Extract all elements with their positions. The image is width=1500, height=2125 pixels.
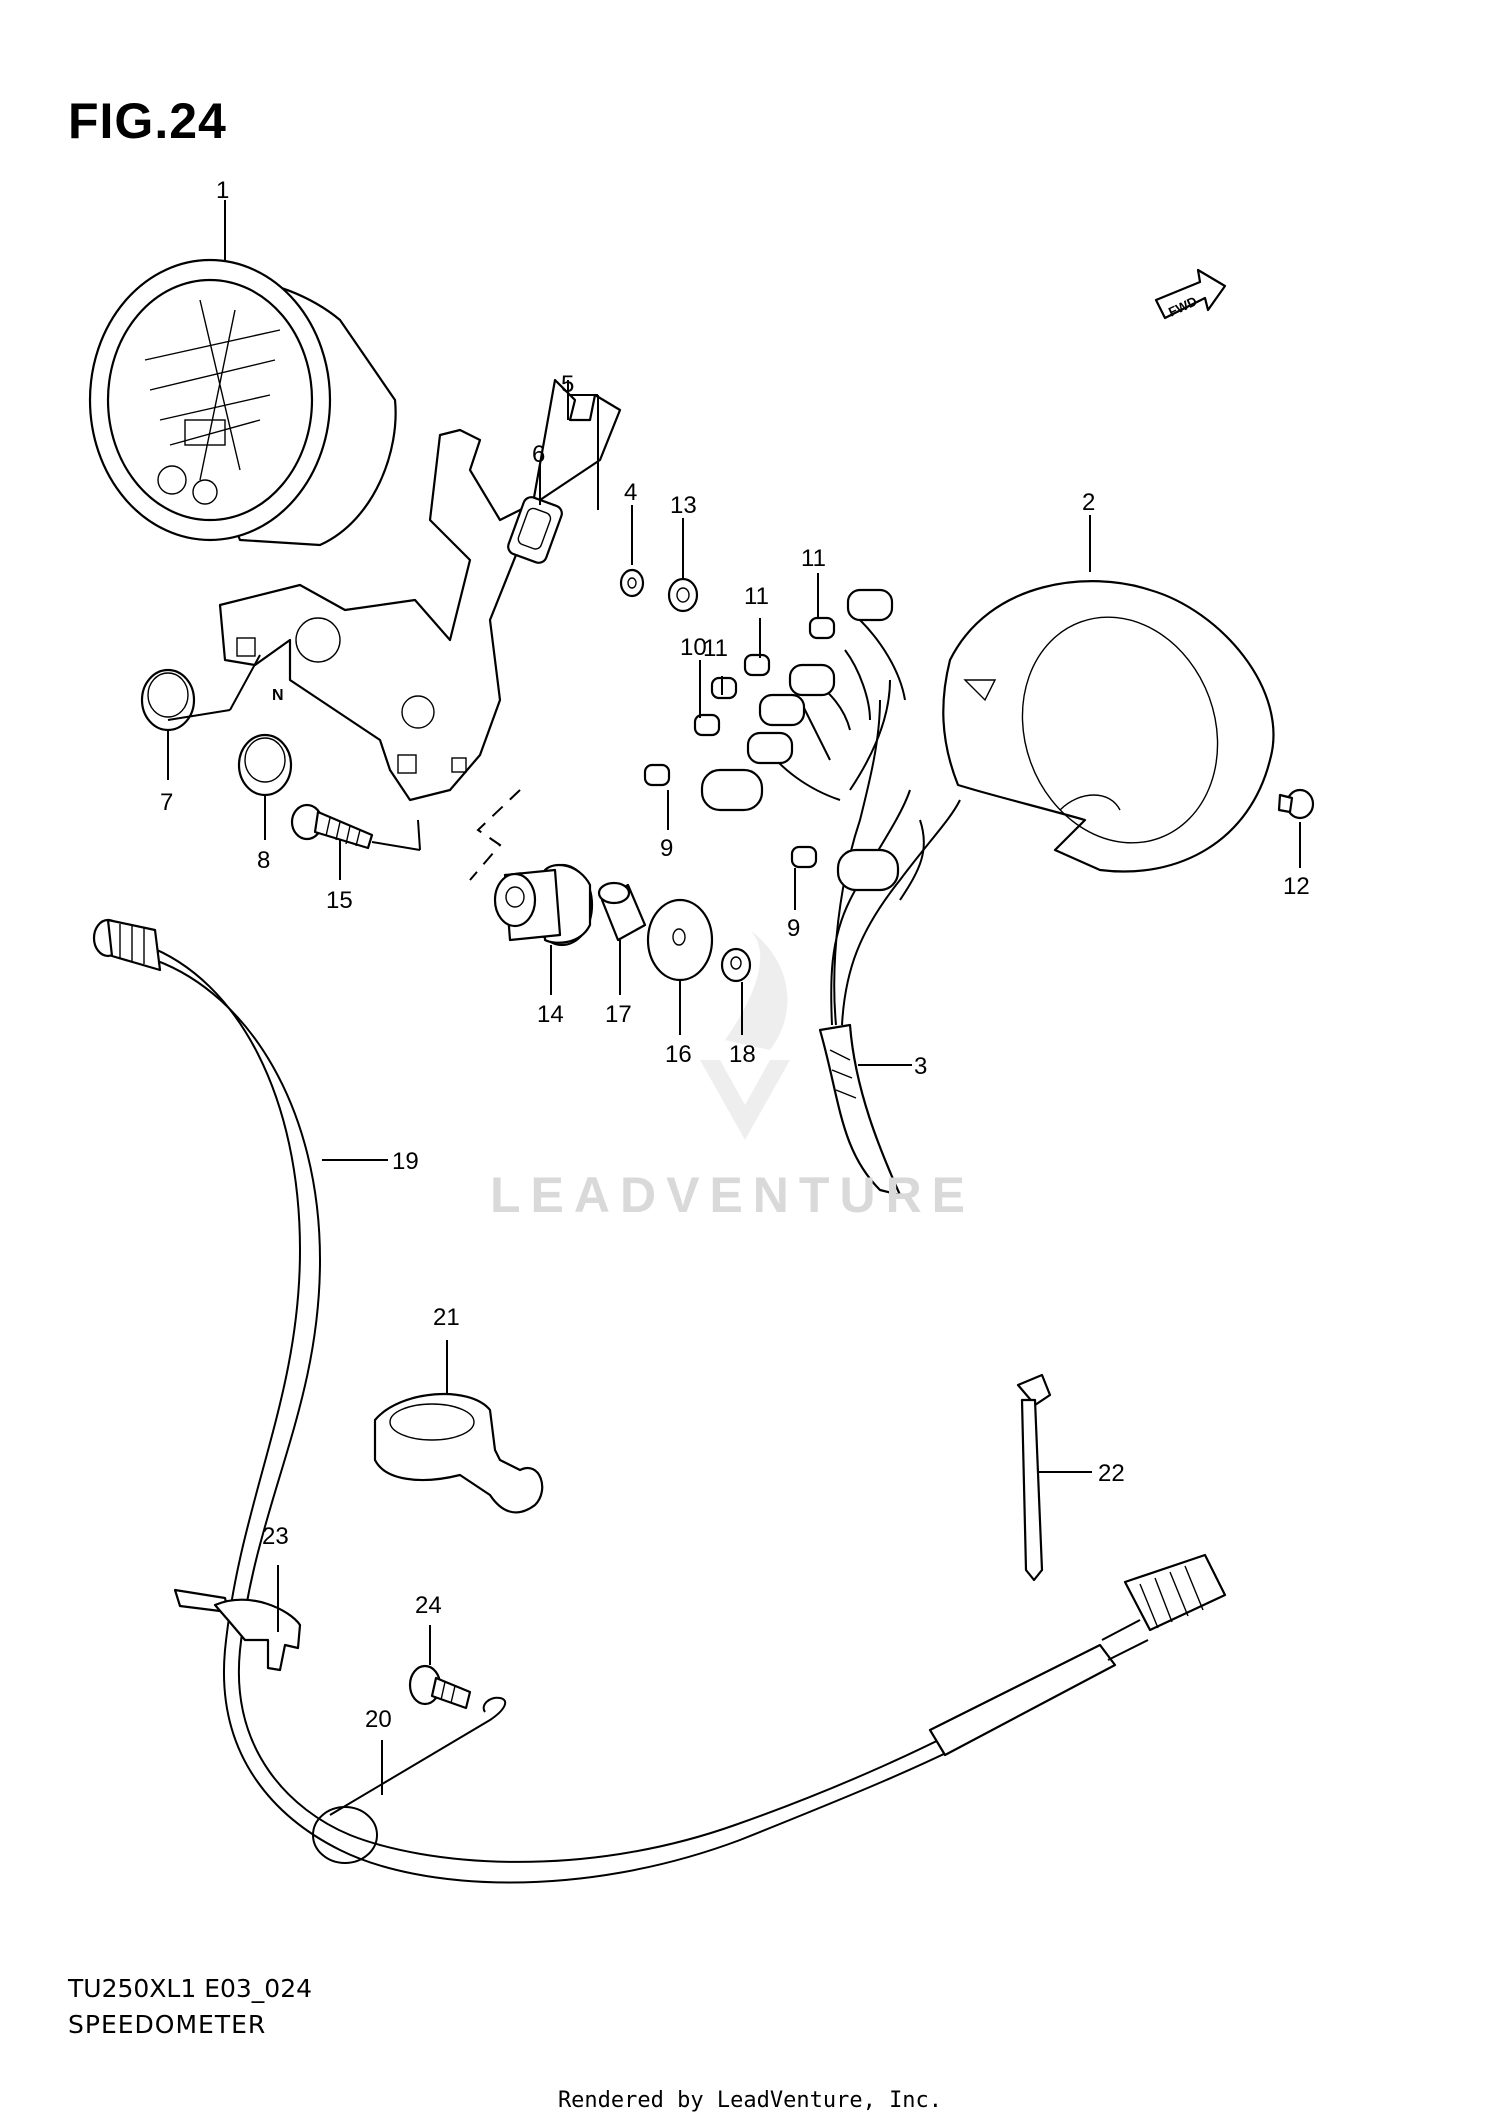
callout-9-right: 9 bbox=[787, 915, 800, 942]
svg-text:N: N bbox=[272, 687, 284, 704]
callout-24: 24 bbox=[415, 1592, 442, 1619]
wire-harness-3 bbox=[759, 619, 961, 1197]
bulb-9-left bbox=[643, 763, 671, 787]
callout-11-mid: 11 bbox=[744, 583, 769, 610]
figure-title: FIG.24 bbox=[68, 93, 227, 149]
grommet-8 bbox=[237, 733, 293, 797]
callout-20: 20 bbox=[365, 1706, 392, 1733]
callout-4: 4 bbox=[624, 479, 637, 506]
speedometer-cable-19 bbox=[92, 918, 1227, 1884]
callout-11-top: 11 bbox=[801, 545, 826, 572]
screw-15 bbox=[290, 803, 374, 850]
meter-case-2 bbox=[942, 580, 1275, 873]
cable-end-top bbox=[92, 918, 162, 972]
nut-13 bbox=[667, 577, 699, 613]
model-code: TU250XL1 E03_024 bbox=[68, 1974, 313, 2003]
callout-7: 7 bbox=[160, 789, 173, 816]
callout-19: 19 bbox=[392, 1148, 419, 1175]
bulb-11-left bbox=[710, 676, 738, 700]
callout-17: 17 bbox=[605, 1001, 632, 1028]
screw-12 bbox=[1277, 788, 1315, 820]
callout-12: 12 bbox=[1283, 873, 1310, 900]
bulb-socket-group bbox=[700, 588, 900, 892]
callout-labels: 1 2 3 4 5 6 7 8 9 9 10 11 11 11 12 13 14… bbox=[160, 177, 1310, 1733]
callout-11-left: 11 bbox=[703, 635, 728, 662]
washer-16 bbox=[646, 898, 714, 982]
washer-4 bbox=[619, 568, 645, 598]
watermark-text: LEADVENTURE bbox=[490, 1167, 976, 1223]
callout-13: 13 bbox=[670, 492, 697, 519]
fwd-arrow-icon: FWD bbox=[1154, 268, 1227, 320]
cable-guide-20 bbox=[312, 1696, 507, 1864]
rubber-damper-14 bbox=[493, 863, 594, 947]
bulb-11-mid bbox=[743, 653, 771, 677]
callout-16: 16 bbox=[665, 1041, 692, 1068]
callout-6: 6 bbox=[532, 441, 545, 468]
assembly-name: SPEEDOMETER bbox=[68, 2010, 267, 2039]
callout-15: 15 bbox=[326, 887, 353, 914]
bolt-24 bbox=[408, 1664, 472, 1710]
cable-clip-23 bbox=[173, 1588, 302, 1672]
bulb-10 bbox=[693, 713, 721, 737]
speedometer-gauge bbox=[88, 258, 397, 547]
render-credit: Rendered by LeadVenture, Inc. bbox=[557, 2088, 943, 2113]
callout-10: 10 bbox=[680, 634, 707, 661]
callout-23: 23 bbox=[262, 1523, 289, 1550]
grommet-7 bbox=[140, 668, 196, 732]
callout-8: 8 bbox=[257, 847, 270, 874]
callout-9-left: 9 bbox=[660, 835, 673, 862]
collar-17 bbox=[597, 881, 647, 942]
callout-5: 5 bbox=[561, 371, 574, 398]
nut-18 bbox=[720, 947, 752, 983]
callout-1: 1 bbox=[216, 177, 229, 204]
bulb-11-top bbox=[808, 616, 836, 640]
leader-lines bbox=[167, 200, 1301, 1795]
callout-14: 14 bbox=[537, 1001, 564, 1028]
callout-2: 2 bbox=[1082, 489, 1095, 516]
watermark-emblem bbox=[700, 930, 790, 1140]
cable-tie-22 bbox=[1016, 1373, 1052, 1582]
indicator-socket bbox=[507, 496, 563, 564]
cable-clamp-21 bbox=[373, 1392, 544, 1514]
callout-21: 21 bbox=[433, 1304, 460, 1331]
bulb-9-right bbox=[790, 845, 818, 869]
callout-22: 22 bbox=[1098, 1460, 1125, 1487]
meter-bracket: N bbox=[218, 378, 622, 802]
callout-3: 3 bbox=[914, 1053, 927, 1080]
callout-18: 18 bbox=[729, 1041, 756, 1068]
